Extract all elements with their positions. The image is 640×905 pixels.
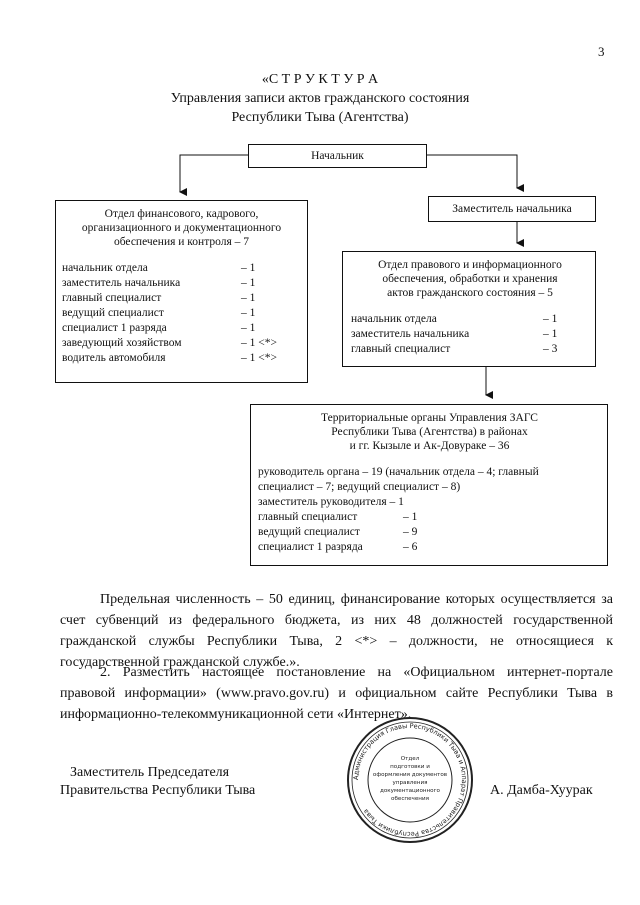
list-item: начальник отдела – 1 — [62, 261, 301, 276]
official-seal-stamp: Администрация Главы Республики Тыва и Ап… — [347, 717, 473, 843]
staff-label: главный специалист — [351, 343, 451, 355]
deputy-box: Заместитель начальника — [428, 196, 596, 222]
territorial-deputy-line: заместитель руководителя – 1 — [258, 496, 404, 508]
finance-heading-line1: Отдел финансового, кадрового, — [104, 208, 259, 220]
page-number: 3 — [598, 44, 605, 59]
staff-value: – 1 — [241, 292, 256, 304]
list-item: ведущий специалист – 1 — [62, 306, 301, 321]
legal-heading-line2: обеспечения, обработки и хранения — [382, 273, 558, 285]
signature-name: А. Дамба-Хуурак — [490, 783, 593, 798]
list-item: специалист 1 разряда – 6 — [258, 540, 601, 555]
territorial-heading-line3: и гг. Кызыле и Ак-Довураке – 36 — [349, 440, 510, 452]
svg-text:подготовки и: подготовки и — [390, 764, 430, 770]
svg-text:Отдел: Отдел — [401, 756, 420, 762]
head-box: Начальник — [248, 144, 427, 168]
list-item: главный специалист – 1 — [258, 510, 601, 525]
staff-label: специалист 1 разряда — [258, 541, 363, 553]
staff-label: главный специалист — [258, 511, 358, 523]
head-label: Начальник — [311, 150, 364, 162]
connector-head-deputy — [427, 154, 524, 192]
staff-label: специалист 1 разряда — [62, 322, 167, 334]
list-item: главный специалист – 3 — [351, 342, 589, 357]
staff-value: – 9 — [403, 526, 418, 538]
staff-label: водитель автомобиля — [62, 352, 166, 364]
staff-value: – 1 <*> — [241, 352, 277, 364]
finance-heading-line2: организационного и документационного — [81, 222, 282, 234]
list-item: заместитель начальника – 1 — [351, 327, 589, 342]
list-item: руководитель органа – 19 (начальник отде… — [258, 465, 601, 480]
staff-label: заместитель начальника — [62, 277, 181, 289]
paragraph-staffing-limit: Предельная численность – 50 единиц, фина… — [60, 592, 613, 670]
territorial-heading-line1: Территориальные органы Управления ЗАГС — [321, 412, 538, 424]
paragraph-publication: 2. Разместить настоящее постановление на… — [60, 665, 613, 722]
staff-value: – 1 — [241, 307, 256, 319]
staff-value: – 6 — [403, 541, 418, 553]
finance-dept-heading: Отдел финансового, кадрового, организаци… — [62, 207, 301, 249]
territorial-lead-line2: специалист – 7; ведущий специалист – 8) — [258, 481, 461, 493]
finance-heading-line3: обеспечения и контроля – 7 — [113, 236, 249, 248]
finance-dept-box: Отдел финансового, кадрового, организаци… — [55, 200, 308, 383]
list-item: специалист 1 разряда – 1 — [62, 321, 301, 336]
list-item: водитель автомобиля – 1 <*> — [62, 351, 301, 366]
staff-label: начальник отдела — [62, 262, 148, 274]
list-item: специалист – 7; ведущий специалист – 8) — [258, 480, 601, 495]
staff-label: начальник отдела — [351, 313, 437, 325]
svg-text:управления: управления — [393, 780, 428, 786]
staff-value: – 1 — [403, 511, 418, 523]
staff-label: ведущий специалист — [62, 307, 164, 319]
list-item: ведущий специалист – 9 — [258, 525, 601, 540]
territorial-lead-line1: руководитель органа – 19 (начальник отде… — [258, 466, 539, 478]
staff-label: ведущий специалист — [258, 526, 360, 538]
connector-head-finance — [179, 154, 248, 196]
territorial-heading: Территориальные органы Управления ЗАГС Р… — [258, 411, 601, 453]
staff-value: – 1 <*> — [241, 337, 277, 349]
list-item: заместитель начальника – 1 — [62, 276, 301, 291]
list-item: начальник отдела – 1 — [351, 312, 589, 327]
deputy-label: Заместитель начальника — [452, 203, 572, 215]
staff-label: заместитель начальника — [351, 328, 470, 340]
document-title: «С Т Р У К Т У Р А — [261, 72, 379, 87]
list-item: главный специалист – 1 — [62, 291, 301, 306]
territorial-box: Территориальные органы Управления ЗАГС Р… — [250, 404, 608, 566]
legal-dept-box: Отдел правового и информационного обеспе… — [342, 251, 596, 367]
signature-position-line2: Правительства Республики Тыва — [60, 783, 256, 798]
legal-heading-line3: актов гражданского состояния – 5 — [387, 287, 553, 299]
staff-value: – 1 — [241, 277, 256, 289]
signature-position-line1: Заместитель Председателя — [70, 765, 230, 780]
svg-text:обеспечения: обеспечения — [391, 796, 429, 802]
staff-value: – 3 — [543, 343, 558, 355]
staff-value: – 1 — [543, 313, 558, 325]
svg-text:документационного: документационного — [380, 788, 441, 794]
territorial-heading-line2: Республики Тыва (Агентства) в районах — [331, 426, 528, 438]
document-subtitle-line2: Республики Тыва (Агентства) — [231, 110, 409, 125]
svg-text:оформления документов: оформления документов — [373, 772, 447, 778]
staff-value: – 1 — [543, 328, 558, 340]
document-subtitle-line1: Управления записи актов гражданского сос… — [170, 91, 470, 106]
staff-label: главный специалист — [62, 292, 162, 304]
list-item: заведующий хозяйством – 1 <*> — [62, 336, 301, 351]
list-item: заместитель руководителя – 1 — [258, 495, 601, 510]
legal-dept-heading: Отдел правового и информационного обеспе… — [351, 258, 589, 300]
staff-value: – 1 — [241, 262, 256, 274]
staff-label: заведующий хозяйством — [62, 337, 182, 349]
staff-value: – 1 — [241, 322, 256, 334]
legal-heading-line1: Отдел правового и информационного — [378, 259, 562, 271]
